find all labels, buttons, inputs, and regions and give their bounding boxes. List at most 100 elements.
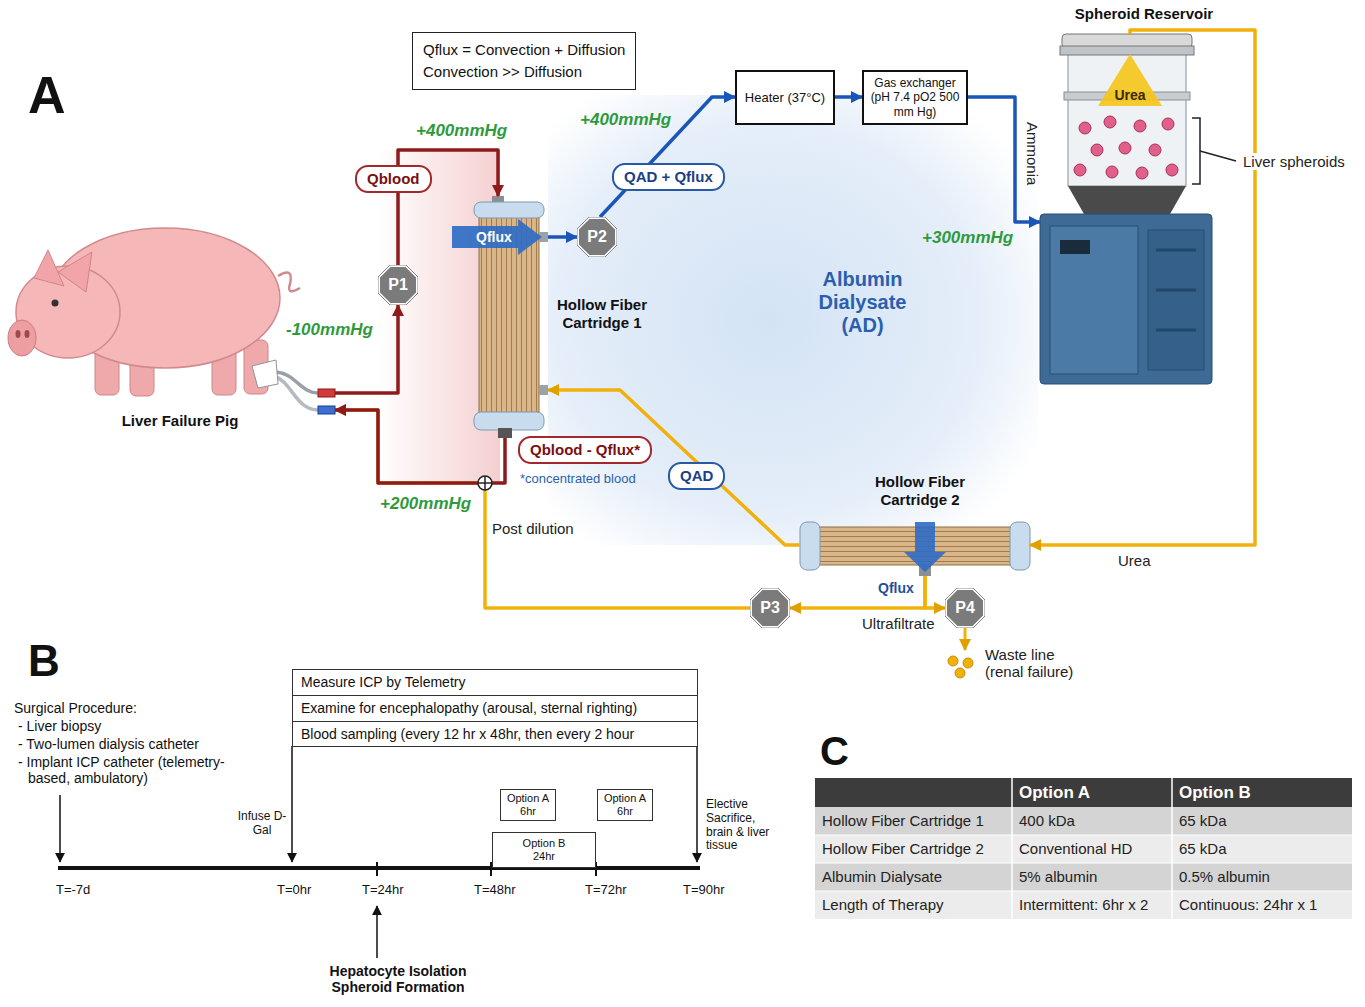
catheter-hub (252, 360, 278, 388)
cartridge-port (539, 385, 548, 395)
arterial-port (318, 389, 335, 397)
table-header-cell: Option A (1012, 778, 1172, 807)
spheroid (1166, 164, 1178, 176)
table-cell: Continuous: 24hr x 1 (1172, 891, 1352, 919)
box-text: Blood sampling (every 12 hr x 48hr, then… (301, 726, 689, 743)
spheroid (1162, 118, 1174, 130)
flow-line (335, 410, 750, 608)
pig-illustration (8, 228, 335, 414)
octagon-outline (945, 588, 985, 628)
port-label: P3 (760, 599, 780, 617)
node-title: Hollow Fiber Cartridge 1 (552, 296, 652, 332)
callout-label: Liver spheroids (1241, 153, 1347, 170)
pig-nostril (25, 330, 30, 338)
octagon-outline (577, 217, 617, 257)
waste-droplet (948, 656, 958, 666)
time-label: T=24hr (362, 883, 404, 898)
time-label: T=90hr (683, 883, 725, 898)
spheroid (1136, 167, 1148, 179)
octagon-shape (379, 266, 417, 304)
node-title: Liver Failure Pig (110, 412, 250, 430)
cartridge-illustration (474, 196, 548, 438)
box-text: Measure ICP by Telemetry (301, 674, 689, 691)
table-cell: 65 kDa (1172, 835, 1352, 863)
pressure-port: P1 (378, 265, 418, 305)
box-text: Gas exchanger (pH 7.4 pO2 500 mm Hg) (870, 76, 960, 119)
box-text: Heater (37°C) (745, 90, 825, 106)
spheroid (1091, 144, 1103, 156)
leader-line (1200, 151, 1236, 161)
flux-label: Qflux (476, 229, 512, 245)
octagon-shape (751, 589, 789, 627)
catheter-tube (274, 372, 318, 393)
port-label: P2 (587, 228, 607, 246)
note-text: Qflux = Convection + Diffusion (423, 39, 625, 61)
box-text: Option B 24hr (517, 837, 571, 863)
octagon-shape (578, 218, 616, 256)
spheroid-bracket (1192, 118, 1200, 184)
junction-symbol (478, 476, 492, 490)
table-rule (815, 835, 1352, 836)
table-row (815, 835, 1352, 863)
time-tick (376, 862, 378, 876)
timeline-box: Examine for encephalopathy (arousal, ste… (292, 695, 698, 722)
waste-droplet (955, 668, 965, 678)
cartridge-cap (1010, 522, 1030, 570)
table-cell: Length of Therapy (815, 891, 1012, 919)
reservoir-funnel (1068, 186, 1186, 214)
spheroid (1079, 122, 1091, 134)
pig-node: Liver Failure Pig (4, 215, 335, 415)
flow-line (335, 410, 505, 483)
table-cell: 5% albumin (1012, 863, 1172, 891)
panel-letter: A (28, 66, 66, 126)
table-rule (1171, 778, 1173, 919)
event-label: Hepatocyte Isolation Spheroid Formation (313, 963, 483, 995)
pig-ear (34, 250, 64, 286)
spheroid (1104, 116, 1116, 128)
time-label: T=48hr (474, 883, 516, 898)
pressure-port: P3 (750, 588, 790, 628)
pig-eye (52, 300, 59, 307)
flux-label: Qflux (878, 580, 914, 596)
pressure-port: P4 (945, 588, 985, 628)
flow-line (1030, 30, 1255, 545)
note-box: Qflux = Convection + DiffusionConvection… (412, 32, 636, 90)
port-label: P4 (955, 599, 975, 617)
pressure-value: -100mmHg (286, 320, 373, 340)
table-cell: 400 kDa (1012, 807, 1172, 835)
table-cell: 65 kDa (1172, 807, 1352, 835)
pig-tail (278, 272, 300, 291)
table-cell: Intermittent: 6hr x 2 (1012, 891, 1172, 919)
box-text: Examine for encephalopathy (arousal, ste… (301, 700, 689, 717)
box-text: Option A 6hr (602, 792, 648, 818)
panel-letter: B (28, 636, 60, 687)
flow-line (835, 95, 862, 99)
event-label: Elective Sacrifice, brain & liver tissue (706, 798, 782, 853)
pressure-value: +400mmHg (416, 121, 507, 141)
base-panel (1050, 226, 1138, 374)
reservoir-cylinder (1068, 54, 1186, 186)
time-arrow (291, 746, 293, 862)
table-row (815, 891, 1352, 919)
timeline-axis (58, 866, 700, 870)
urea-triangle (1098, 54, 1162, 106)
pig-snout (8, 320, 36, 356)
cartridge-cap (474, 202, 544, 218)
table-rule (815, 863, 1352, 864)
spheroid (1149, 144, 1161, 156)
flux-arrow (452, 219, 542, 255)
venous-port (318, 406, 335, 414)
flow-label: Waste line (renal failure) (985, 646, 1095, 681)
flow-rate-label: QAD + Qflux (612, 163, 725, 191)
box-text: Option A 6hr (505, 792, 551, 818)
option-box: Option A 6hr (597, 789, 653, 821)
cartridge-cap (474, 412, 544, 430)
base-ridge (1156, 249, 1196, 252)
time-arrow (696, 746, 698, 862)
table-row (815, 863, 1352, 891)
base-display (1060, 240, 1090, 254)
procedure-text: Surgical Procedure: (14, 700, 137, 716)
